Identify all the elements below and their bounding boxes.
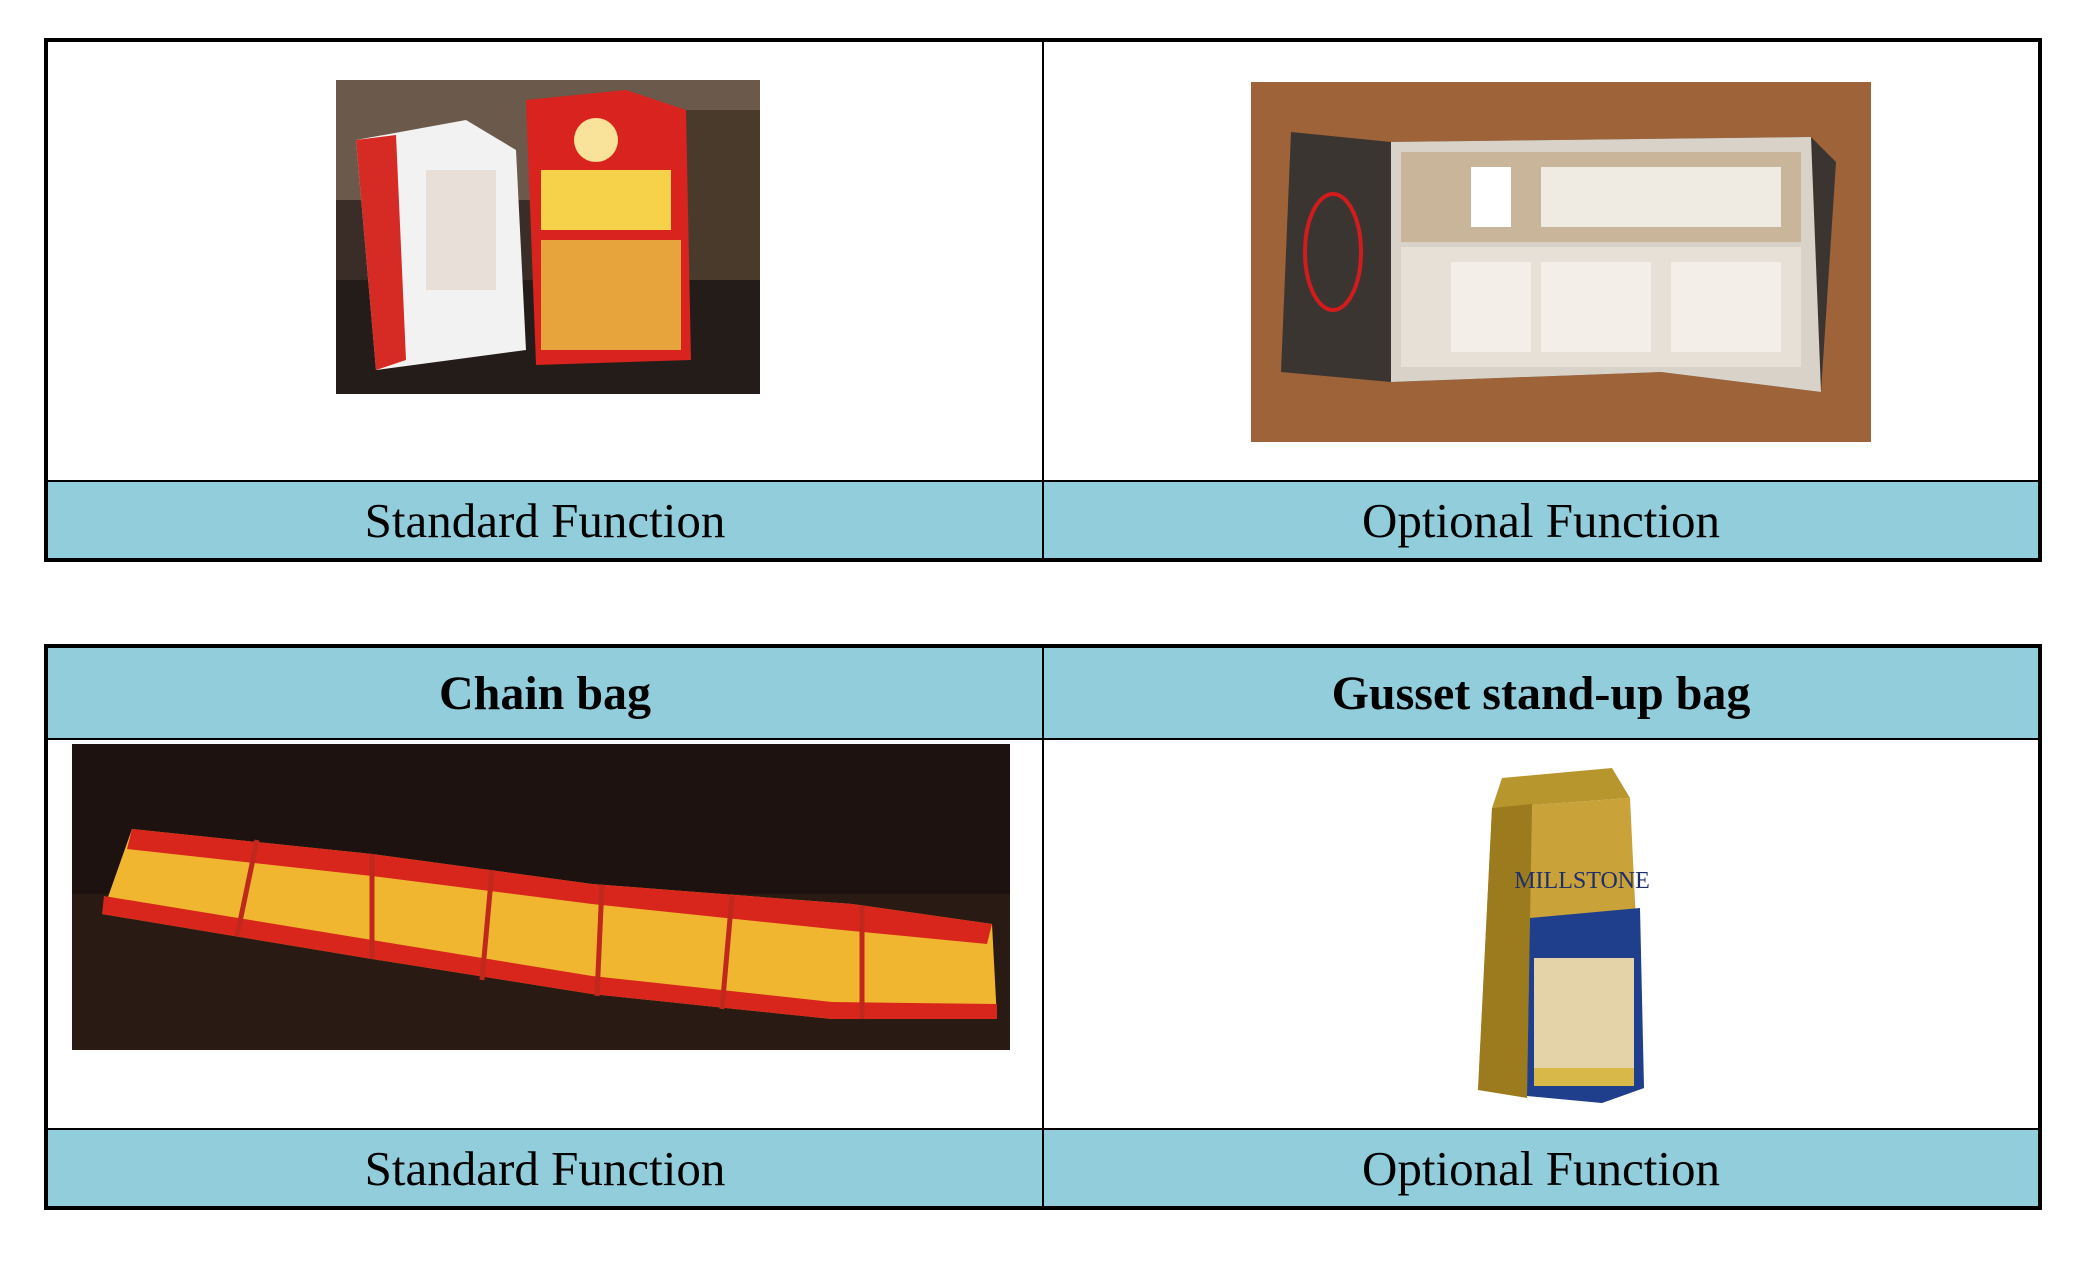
chain-bag-header-cell: Chain bag: [48, 648, 1044, 738]
gusset-coffee-bag-photo: MILLSTONE: [1472, 768, 1652, 1108]
image-row: MILLSTONE: [48, 740, 2038, 1130]
header-row: Chain bag Gusset stand-up bag: [48, 648, 2038, 740]
comparison-table-2: Chain bag Gusset stand-up bag: [44, 644, 2042, 1210]
chain-bag-image-cell: [48, 740, 1044, 1128]
gusset-bag-caption-cell: Optional Function: [1044, 1130, 2038, 1206]
caption-row: Standard Function Optional Function: [48, 1130, 2038, 1206]
gusset-bag-image-cell: MILLSTONE: [1044, 740, 2038, 1128]
comparison-table-1: Standard Function Optional Function: [44, 38, 2042, 562]
millstone-brand-text: MILLSTONE: [1514, 868, 1650, 894]
standard-caption-cell: Standard Function: [48, 482, 1044, 558]
optional-function-caption: Optional Function: [1362, 492, 1720, 548]
standard-function-caption: Standard Function: [364, 492, 726, 548]
image-row: [48, 42, 2038, 482]
optional-caption-cell: Optional Function: [1044, 482, 2038, 558]
gusset-bag-header-cell: Gusset stand-up bag: [1044, 648, 2038, 738]
caption-row: Standard Function Optional Function: [48, 482, 2038, 558]
chain-bag-strip-photo: [72, 744, 1010, 1050]
gusset-stand-up-bag-header: Gusset stand-up bag: [1331, 666, 1751, 720]
chain-bag-header: Chain bag: [438, 666, 652, 720]
standard-image-cell: [48, 42, 1044, 480]
optional-function-caption: Optional Function: [1362, 1140, 1720, 1196]
easy-tear-notch-pouch-photo: [1251, 82, 1871, 442]
snack-bags-photo: [336, 80, 760, 394]
chain-bag-caption-cell: Standard Function: [48, 1130, 1044, 1206]
optional-image-cell: [1044, 42, 2038, 480]
standard-function-caption: Standard Function: [364, 1140, 726, 1196]
